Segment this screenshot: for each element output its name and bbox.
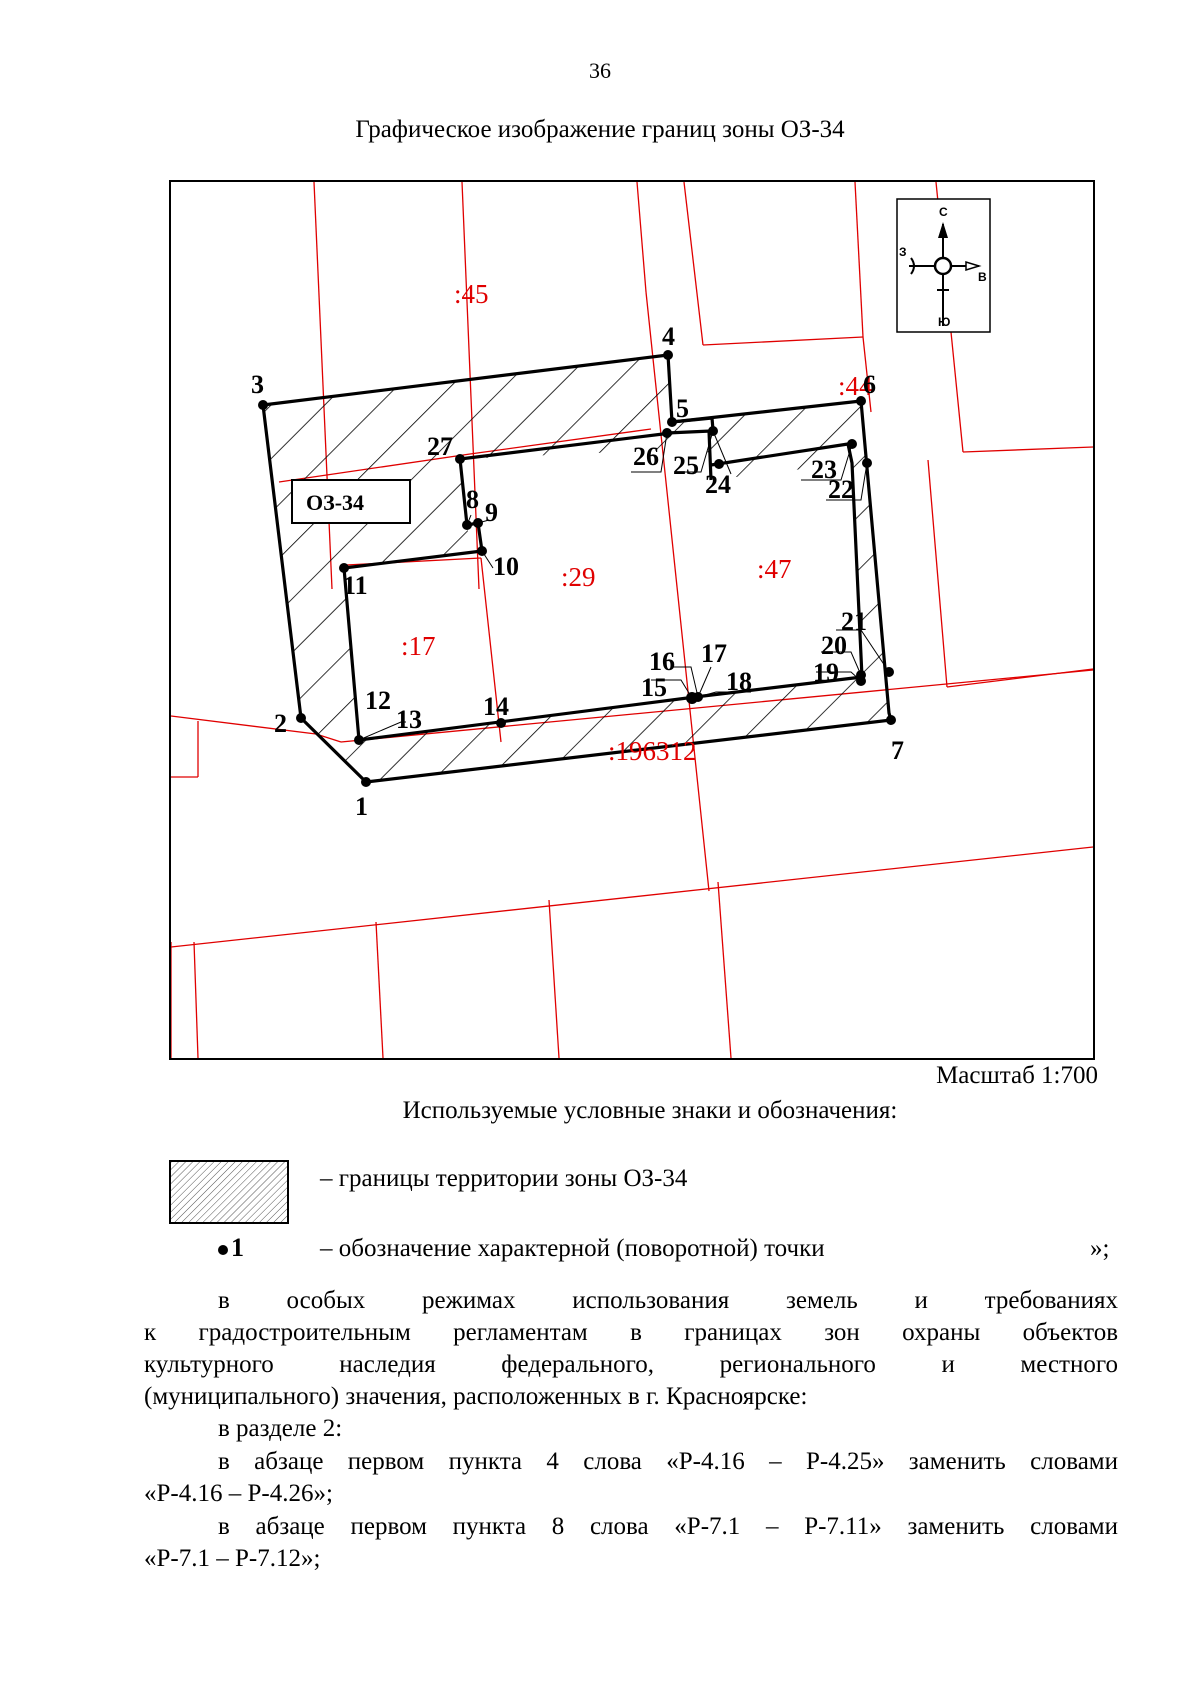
point-label-20: 20 bbox=[821, 631, 847, 660]
point-14-marker bbox=[496, 718, 506, 728]
point-label-3: 3 bbox=[251, 370, 264, 399]
point-label-21: 21 bbox=[841, 607, 867, 636]
zone-map-drawing: :45 :44 :29 :47 :17 :196312 1 2 3 4 5 6 … bbox=[171, 182, 1093, 1058]
compass-west: З bbox=[899, 245, 907, 259]
point-label-15: 15 bbox=[641, 673, 667, 702]
point-label-1: 1 bbox=[355, 792, 368, 821]
compass-north: С bbox=[939, 205, 948, 219]
legend-title: Используемые условные знаки и обозначени… bbox=[402, 1097, 898, 1124]
compass-east: В bbox=[978, 270, 987, 284]
label-leaders bbox=[358, 430, 890, 741]
compass-south: Ю bbox=[938, 315, 950, 329]
parcel-label-47: :47 bbox=[757, 554, 792, 584]
point-24-marker bbox=[714, 459, 724, 469]
point-27-marker bbox=[455, 454, 465, 464]
zone-label: ОЗ-34 bbox=[306, 490, 364, 515]
point-label-16: 16 bbox=[649, 647, 675, 676]
point-1-marker bbox=[361, 777, 371, 787]
point-label-24: 24 bbox=[705, 470, 731, 499]
body-p1-line2: к градостроительным регламентам в границ… bbox=[144, 1319, 1118, 1346]
legend-point-symbol-label: 1 bbox=[231, 1233, 244, 1262]
map-title: Графическое изображение границ зоны ОЗ-3… bbox=[355, 116, 845, 143]
body-p4-line2: «Р-7.1 – Р-7.12»; bbox=[144, 1545, 321, 1572]
point-label-11: 11 bbox=[343, 571, 368, 600]
point-label-19: 19 bbox=[813, 658, 839, 687]
zone-map: :45 :44 :29 :47 :17 :196312 1 2 3 4 5 6 … bbox=[169, 180, 1095, 1060]
point-label-9: 9 bbox=[485, 498, 498, 527]
parcel-label-17: :17 bbox=[401, 631, 436, 661]
point-label-25: 25 bbox=[673, 451, 699, 480]
point-label-6: 6 bbox=[863, 370, 876, 399]
legend-hatch-text: – границы территории зоны ОЗ-34 bbox=[320, 1165, 688, 1192]
body-p3-line2: «Р-4.16 – Р-4.26»; bbox=[144, 1480, 333, 1507]
point-label-2: 2 bbox=[274, 709, 287, 738]
body-p4-line1: в абзаце первом пункта 8 слова «Р-7.1 – … bbox=[218, 1513, 1118, 1540]
legend-point-symbol: 1 bbox=[218, 1233, 244, 1263]
parcel-label-196312: :196312 bbox=[608, 736, 697, 766]
parcel-label-44: :44 bbox=[838, 371, 873, 401]
legend-hatch-swatch bbox=[169, 1160, 289, 1224]
point-3-marker bbox=[258, 400, 268, 410]
point-2-marker bbox=[296, 713, 306, 723]
parcel-label-29: :29 bbox=[561, 562, 596, 592]
point-label-27: 27 bbox=[427, 432, 453, 461]
point-label-22: 22 bbox=[828, 475, 854, 504]
point-label-7: 7 bbox=[891, 736, 904, 765]
body-p1-line4: (муниципального) значения, расположенных… bbox=[144, 1383, 808, 1410]
zone-label-box: ОЗ-34 bbox=[291, 479, 411, 524]
point-label-26: 26 bbox=[633, 442, 659, 471]
hatch-pattern-icon bbox=[171, 1162, 287, 1222]
body-p1-line3: культурного наследия федерального, регио… bbox=[144, 1351, 1118, 1378]
point-label-14: 14 bbox=[483, 692, 509, 721]
body-p2: в разделе 2: bbox=[218, 1415, 343, 1442]
point-label-18: 18 bbox=[726, 667, 752, 696]
body-p1-line1: в особых режимах использования земель и … bbox=[218, 1287, 1118, 1314]
point-4-marker bbox=[663, 350, 673, 360]
point-label-12: 12 bbox=[365, 686, 391, 715]
page-number: 36 bbox=[589, 58, 611, 83]
point-label-13: 13 bbox=[396, 705, 422, 734]
point-label-4: 4 bbox=[662, 322, 675, 351]
point-label-8: 8 bbox=[466, 485, 479, 514]
point-11-marker bbox=[339, 563, 349, 573]
point-label-5: 5 bbox=[676, 394, 689, 423]
point-5-marker bbox=[667, 417, 677, 427]
map-scale: Масштаб 1:700 bbox=[936, 1062, 1098, 1089]
point-label-23: 23 bbox=[811, 455, 837, 484]
body-p3-line1: в абзаце первом пункта 4 слова «Р-4.16 –… bbox=[218, 1448, 1118, 1475]
compass-icon: С Ю В З bbox=[896, 198, 991, 333]
point-label-10: 10 bbox=[493, 552, 519, 581]
point-dot-icon bbox=[218, 1245, 228, 1256]
point-6-marker bbox=[856, 396, 866, 406]
point-7-marker bbox=[886, 715, 896, 725]
legend-point-text: – обозначение характерной (поворотной) т… bbox=[320, 1235, 825, 1262]
parcel-label-45: :45 bbox=[454, 279, 489, 309]
point-label-17: 17 bbox=[701, 639, 727, 668]
legend-end-mark: »; bbox=[1090, 1235, 1110, 1262]
turning-points bbox=[258, 350, 896, 787]
